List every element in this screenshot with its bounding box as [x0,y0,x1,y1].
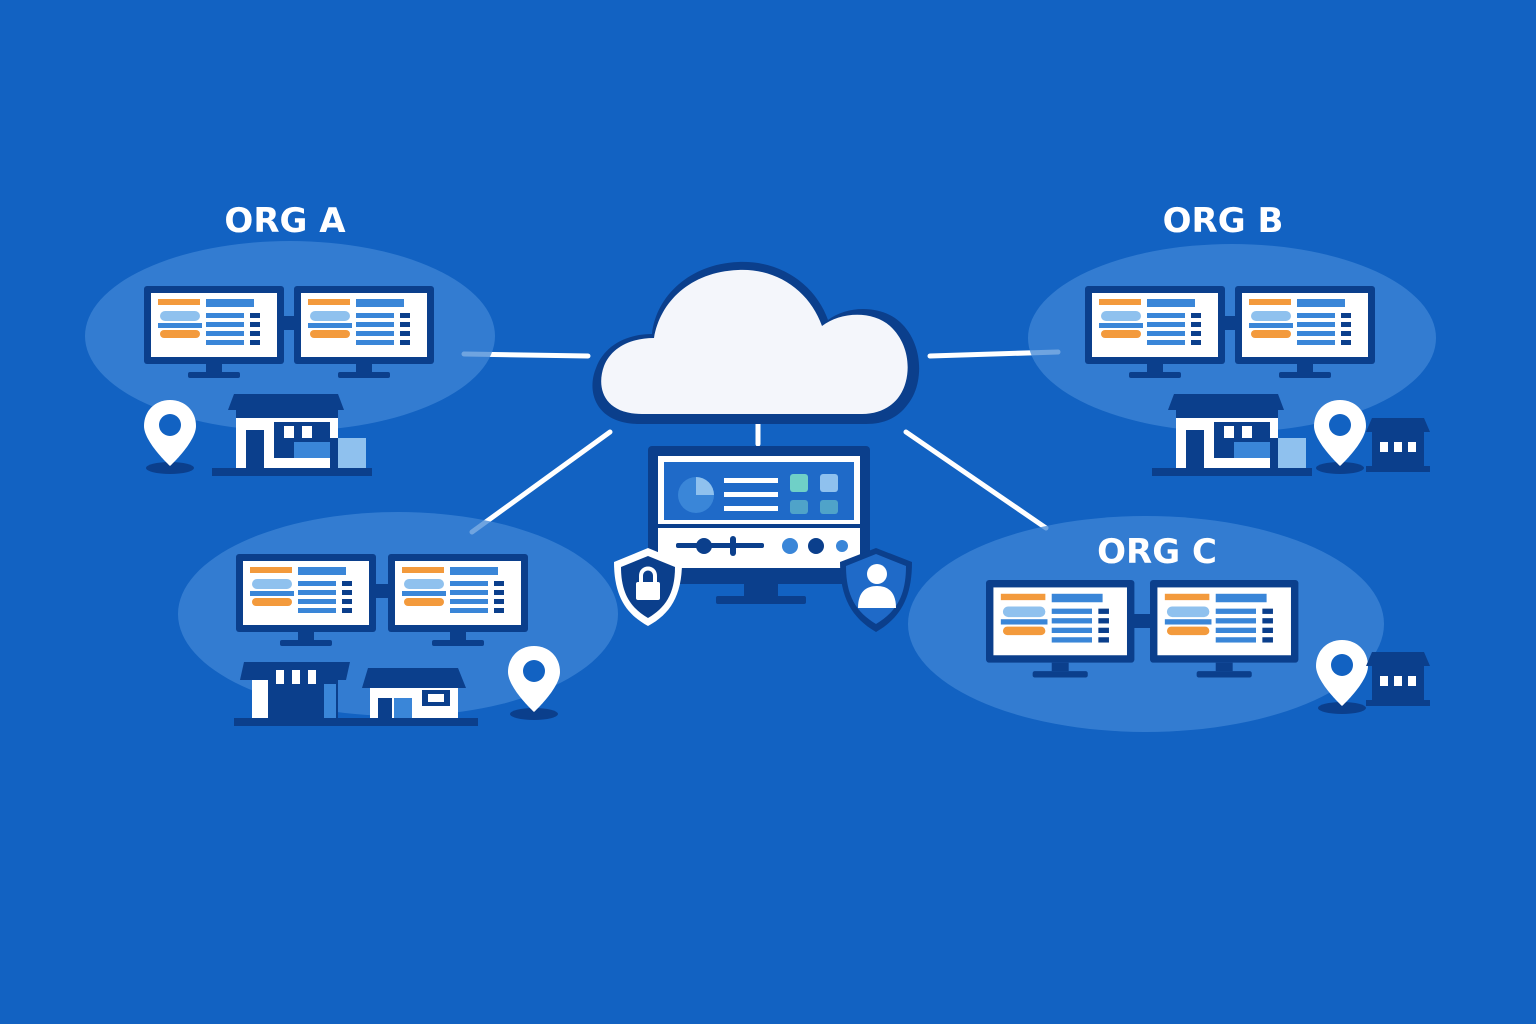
org-b-location-pin-icon [1314,400,1366,474]
org-c-location-pin-icon [1316,640,1368,714]
lower-left-location-pin-icon [508,646,560,720]
shield-user-icon [840,548,912,632]
org-a-location-pin-icon [144,400,196,474]
connector-org-left-lower [469,429,613,535]
org-b-shop-icon [1366,418,1430,472]
org-a-label: ORG A [224,201,346,241]
org-b-label: ORG B [1163,201,1284,241]
org-c-shop-icon [1366,652,1430,706]
dashboard-monitor-icon [648,446,870,604]
org-c-label: ORG C [1097,532,1217,572]
org-b-cluster: ORG B [1028,201,1436,476]
org-lower-left-cluster [178,512,618,726]
cloud-icon [592,261,920,424]
org-a-cluster: ORG A [85,201,495,476]
lower-left-storefront-icon [234,662,478,726]
org-c-cluster: ORG C [908,516,1430,732]
connector-org-c [903,429,1049,531]
shield-lock-icon [614,548,682,626]
